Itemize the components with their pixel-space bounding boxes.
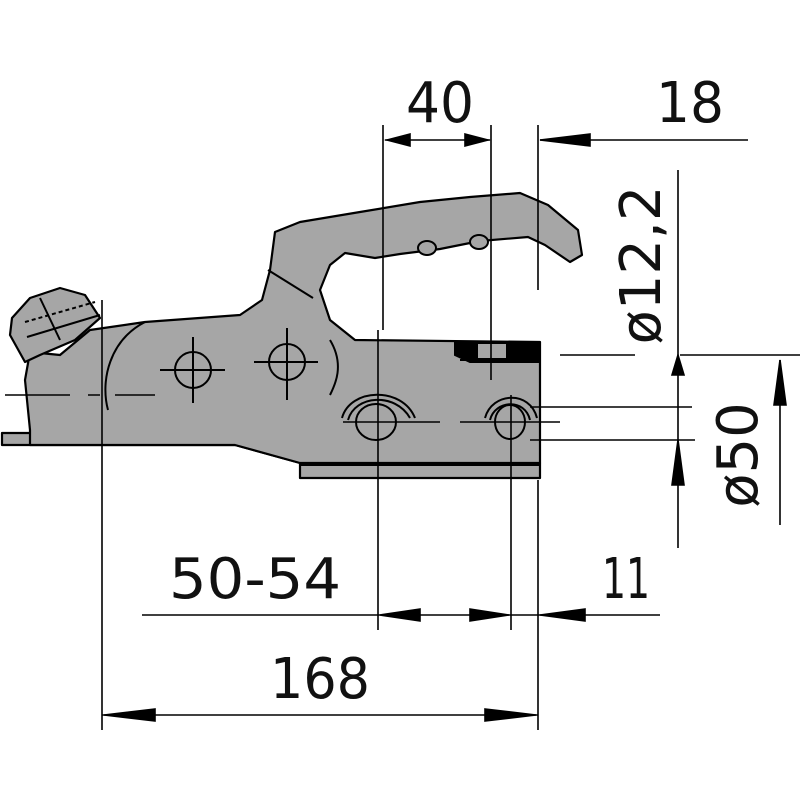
center-lines — [5, 125, 800, 730]
dim-40: 40 — [406, 71, 474, 136]
dim-18: 18 — [656, 71, 724, 136]
dim-50-54: 50-54 — [169, 547, 341, 612]
ball-socket-head — [8, 286, 102, 364]
dim-diameter-12-2: ø12,2 — [609, 186, 674, 345]
main-housing — [23, 191, 584, 465]
dimension-lines — [102, 132, 787, 722]
dim-diameter-50: ø50 — [706, 402, 771, 508]
dim-11: 11 — [602, 547, 650, 612]
body-detail-lines — [24, 234, 541, 466]
dim-168: 168 — [270, 647, 370, 712]
handle-hole-1 — [417, 240, 437, 256]
handle-hole-2 — [469, 234, 489, 250]
coupling-body — [0, 191, 584, 480]
dimension-labels: 40 18 ø12,2 ø50 50-54 11 168 — [169, 71, 771, 712]
